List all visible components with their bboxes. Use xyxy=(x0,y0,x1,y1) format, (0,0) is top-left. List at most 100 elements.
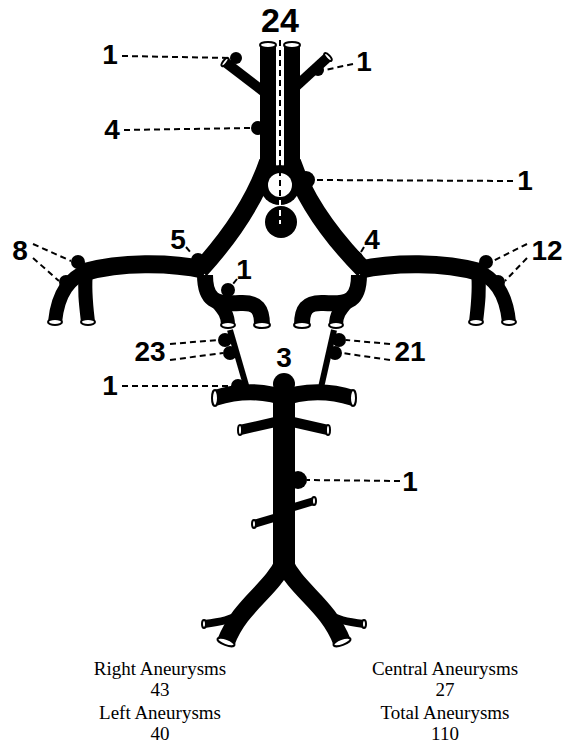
vessel-end xyxy=(221,322,235,328)
leader-line xyxy=(124,128,250,130)
callout-number: 4 xyxy=(364,226,380,254)
vessels xyxy=(55,45,509,642)
leader-line xyxy=(122,385,231,387)
vessel xyxy=(85,272,88,322)
aneurysm-dot xyxy=(251,121,265,135)
vessel-end xyxy=(238,425,242,435)
aneurysm-dot xyxy=(491,275,505,289)
vessel xyxy=(476,270,509,322)
callout-number: 3 xyxy=(276,344,292,372)
leader-line xyxy=(361,247,364,252)
aneurysm-dots xyxy=(59,52,505,489)
summary-text: Central Aneurysms xyxy=(372,659,518,678)
summary-text: Right Aneurysms xyxy=(94,659,226,678)
vessel-end xyxy=(294,322,310,328)
leader-line xyxy=(122,56,229,58)
vessel-end xyxy=(212,390,218,406)
leader-line xyxy=(307,480,400,481)
leader-line xyxy=(170,353,223,360)
vessel xyxy=(359,264,479,272)
vessel xyxy=(292,57,328,90)
callout-number: 1 xyxy=(356,48,372,76)
vessel xyxy=(284,562,342,642)
vessel-end xyxy=(323,52,333,62)
vessel-ends xyxy=(48,42,516,648)
aneurysm-dot xyxy=(223,346,237,360)
aneurysm-dot xyxy=(312,64,324,76)
callout-number: 4 xyxy=(104,116,120,144)
vessel xyxy=(254,515,284,524)
aneurysm-dot xyxy=(218,333,232,347)
vessel xyxy=(204,612,244,624)
vessel-end xyxy=(333,636,352,648)
vessel xyxy=(55,270,88,322)
leader-line xyxy=(279,40,281,196)
vessel-end xyxy=(502,319,516,325)
summary-text: 43 xyxy=(151,680,170,699)
leader-line xyxy=(493,244,527,261)
callout-number: 1 xyxy=(102,41,118,69)
vessel xyxy=(200,162,268,270)
callout-number: 5 xyxy=(170,226,186,254)
vessel xyxy=(284,420,328,430)
aneurysm-dot xyxy=(332,333,346,347)
callout-number: 12 xyxy=(531,237,562,265)
summary-text: Left Aneurysms xyxy=(99,703,221,722)
leader-line xyxy=(33,244,71,261)
vessel-end xyxy=(252,520,256,528)
vessel-end xyxy=(254,322,270,328)
vessel-end xyxy=(48,319,62,325)
vessel-end xyxy=(326,425,330,435)
vessel-end xyxy=(81,319,95,325)
vessel xyxy=(324,612,364,624)
aneurysm-dot xyxy=(71,255,85,269)
callout-number: 1 xyxy=(102,372,118,400)
vessel-end xyxy=(217,636,236,648)
aneurysm-dot xyxy=(59,275,73,289)
vessel-end xyxy=(329,322,343,328)
vessel-end xyxy=(260,42,276,48)
leader-lines xyxy=(33,40,527,481)
leader-line xyxy=(170,340,218,344)
leader-line xyxy=(186,247,192,254)
callout-number: 23 xyxy=(134,338,165,366)
vessel xyxy=(205,275,262,325)
vessel-end xyxy=(202,620,206,628)
aneurysm-dot xyxy=(230,52,242,64)
callout-number: 1 xyxy=(236,256,252,284)
vessel xyxy=(230,330,248,392)
callout-number: 24 xyxy=(261,3,299,37)
leader-line xyxy=(325,64,353,70)
vessel xyxy=(292,162,364,270)
leader-line xyxy=(316,180,513,181)
leader-line xyxy=(33,258,59,281)
aneurysm-dot xyxy=(221,283,235,297)
aneurysm-dot xyxy=(231,379,245,393)
aneurysm-dot xyxy=(479,255,493,269)
vessel-end xyxy=(312,497,316,505)
leader-line xyxy=(342,353,390,360)
summary-text: 27 xyxy=(436,680,455,699)
vessel xyxy=(85,264,205,272)
callout-number: 21 xyxy=(394,338,425,366)
vessel-end xyxy=(350,390,356,406)
vessel-end xyxy=(469,319,483,325)
aneurysm-dot xyxy=(297,171,315,189)
leader-line xyxy=(505,258,527,281)
aneurysm-dot xyxy=(273,373,295,395)
vessel xyxy=(284,45,300,168)
vessel xyxy=(260,45,276,168)
summary-text: Total Aneurysms xyxy=(380,703,509,722)
vessel xyxy=(302,275,359,325)
vessel xyxy=(320,330,334,392)
callout-number: 1 xyxy=(402,468,418,496)
aneurysm-dot xyxy=(289,471,307,489)
vessel xyxy=(226,562,284,642)
vessel xyxy=(225,62,268,95)
aneurysm-dot xyxy=(349,251,363,265)
summary-text: 40 xyxy=(151,724,170,743)
vessel xyxy=(240,420,284,430)
summary-text: 110 xyxy=(431,724,459,743)
